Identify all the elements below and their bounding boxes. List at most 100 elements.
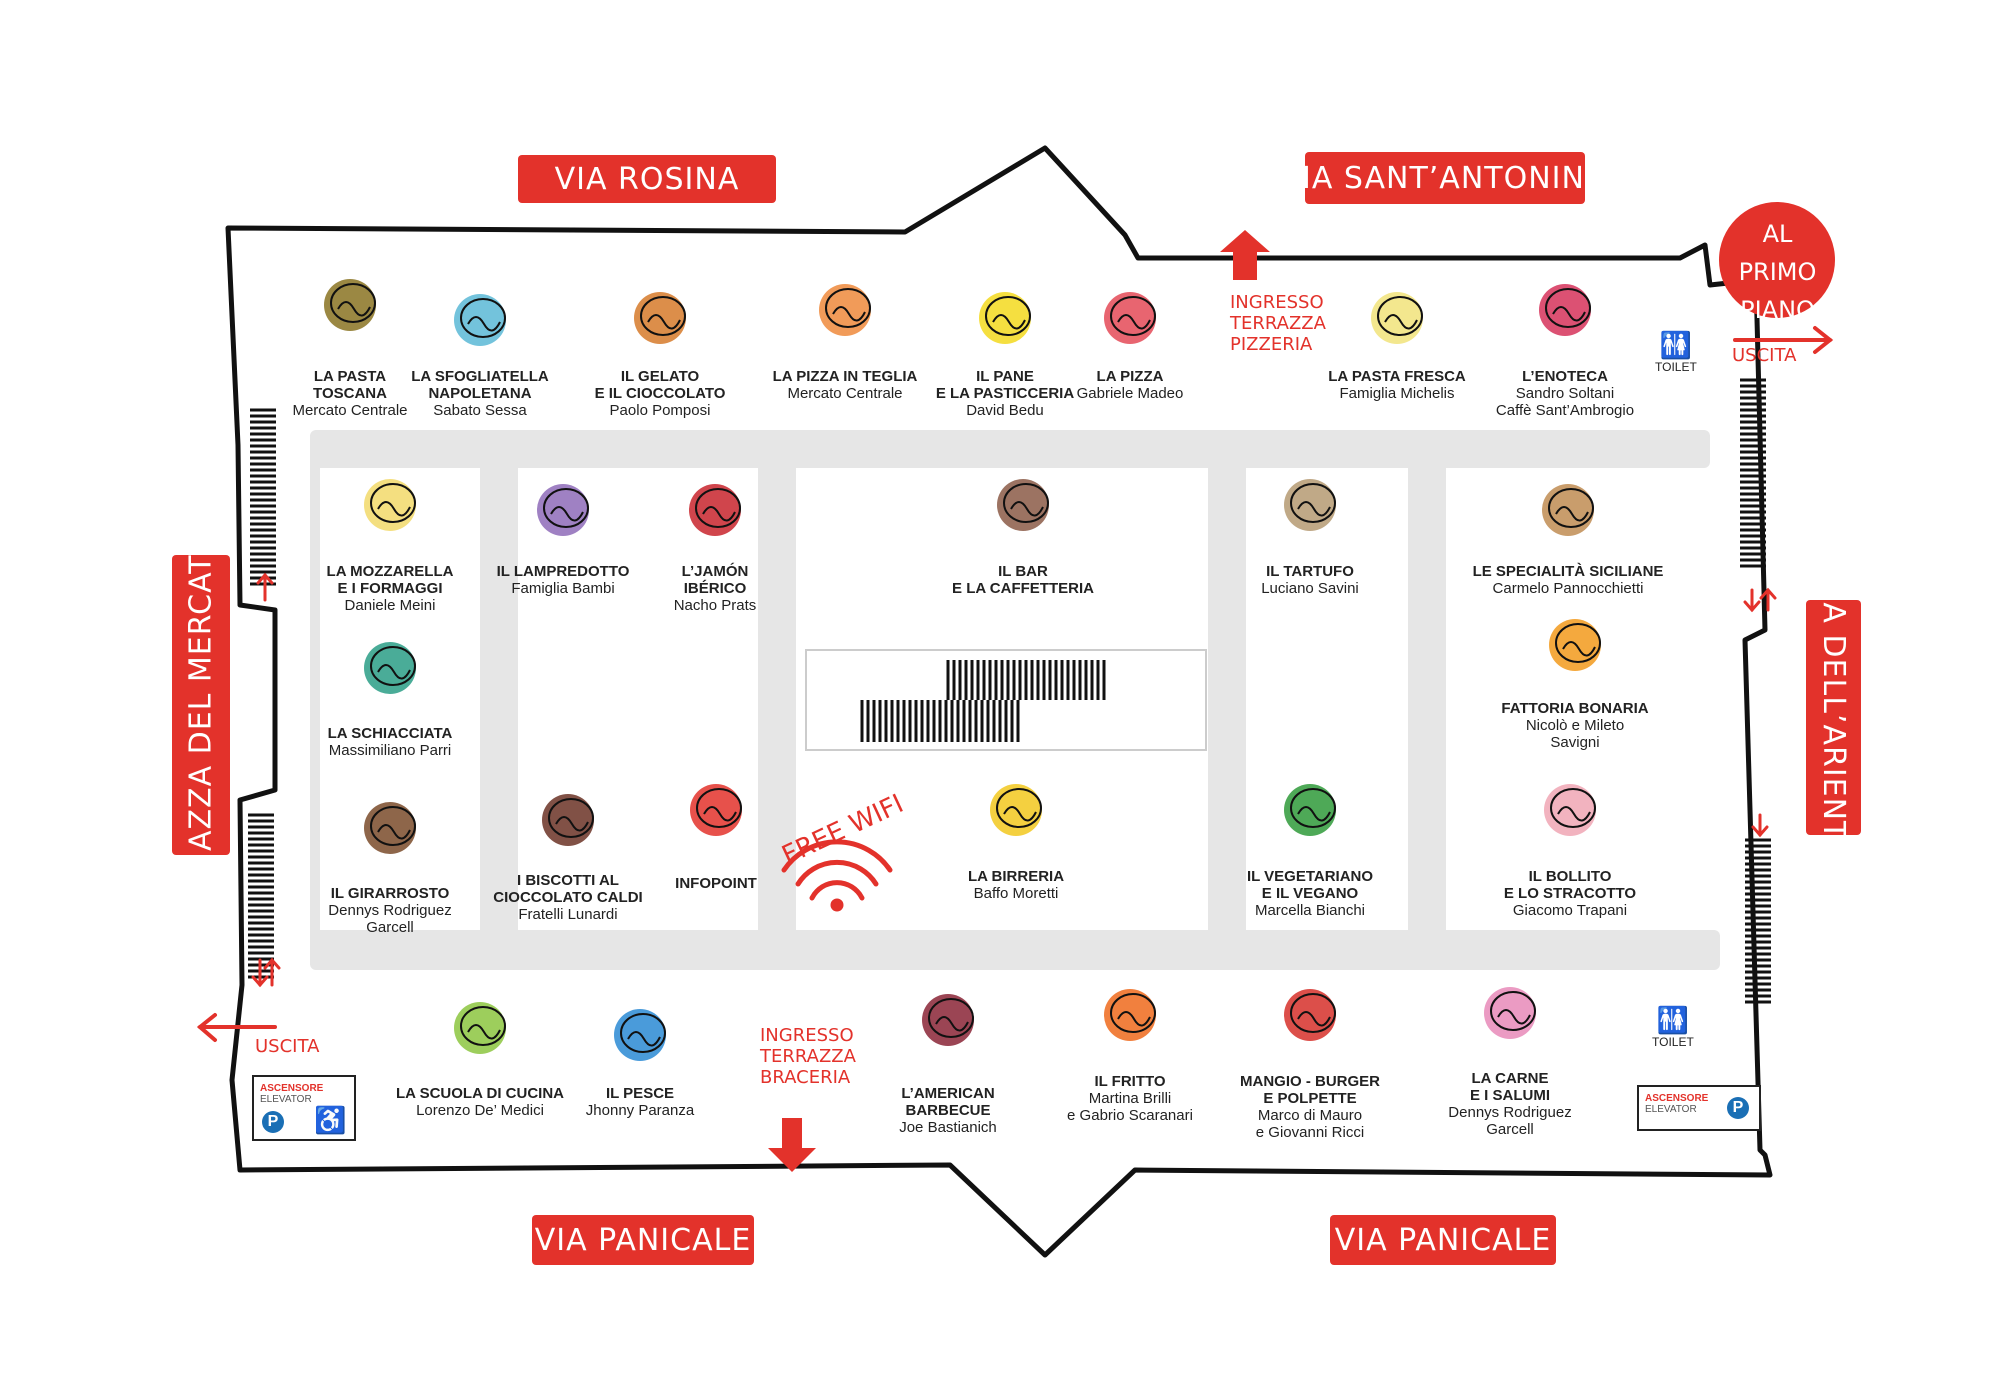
cheese-icon xyxy=(364,479,416,531)
stall-name: E LA CAFFETTERIA xyxy=(952,580,1094,597)
stall-owner: Famiglia Michelis xyxy=(1339,385,1455,402)
pasta-bowl-icon xyxy=(324,279,376,331)
sfogliatella-icon xyxy=(454,294,506,346)
stall-name: TOSCANA xyxy=(313,385,387,402)
parking-icon: P xyxy=(1727,1097,1749,1119)
stall-owner: Jhonny Paranza xyxy=(585,1102,695,1119)
wifi-icon xyxy=(781,839,893,912)
toilet-icon: 🚻 xyxy=(1656,1005,1690,1035)
exit-arrow-right xyxy=(1733,326,1834,354)
first-floor-line2: PIANO xyxy=(1740,296,1815,324)
stall-name: E I FORMAGGI xyxy=(337,580,443,597)
stall-name: MANGIO - BURGER xyxy=(1240,1073,1380,1090)
exit-left-label: USCITA xyxy=(255,1036,320,1057)
stall-name: LA CARNE xyxy=(1471,1070,1549,1087)
stall-name: I BISCOTTI AL xyxy=(517,872,619,889)
stall-name: LA SFOGLIATELLA xyxy=(411,368,549,385)
stall-name: LA PIZZA IN TEGLIA xyxy=(772,368,918,385)
stall-owner: Baffo Moretti xyxy=(973,885,1059,902)
stall-name: LA SCUOLA DI CUCINA xyxy=(395,1085,565,1102)
street-via-dell-ariento: VIA DELL’ARIENTO xyxy=(1806,571,1861,865)
stall-owner: Mercato Centrale xyxy=(787,385,903,402)
stall-name: LA PIZZA xyxy=(1096,368,1164,385)
info-icon xyxy=(690,784,742,836)
first-floor-line1: AL PRIMO xyxy=(1738,220,1817,286)
stall-owner: Giacomo Trapani xyxy=(1512,902,1628,919)
entrance-arrow-pizzeria xyxy=(1220,230,1270,280)
ravioli-icon xyxy=(1371,292,1423,344)
stall-owner: Nicolò e Mileto xyxy=(1525,717,1625,734)
stall-name: E IL VEGANO xyxy=(1261,885,1359,902)
flower-icon xyxy=(1549,619,1601,671)
arancino-icon xyxy=(1542,484,1594,536)
stall-owner: Famiglia Bambi xyxy=(511,580,615,597)
stall-owner: Dennys Rodriguez xyxy=(1448,1104,1572,1121)
stall-name: LE SPECIALITÀ SICILIANE xyxy=(1472,563,1664,580)
stall-name: IL BOLLITO xyxy=(1528,868,1612,885)
burger-icon xyxy=(1284,989,1336,1041)
stall-owner: Dennys Rodriguez xyxy=(328,902,452,919)
stall-name: LA BIRRERIA xyxy=(967,868,1065,885)
stall-owner: Carmelo Pannocchietti xyxy=(1492,580,1644,597)
stall-owner: Garcell xyxy=(366,919,414,936)
elevator-right: ASCENSORE ELEVATOR P xyxy=(1637,1085,1761,1131)
stall-owner: Daniele Meini xyxy=(344,597,436,614)
pizza-slice-icon xyxy=(819,284,871,336)
stall-name: L’ENOTECA xyxy=(1522,368,1608,385)
ham-icon xyxy=(689,484,741,536)
stall-owner: Savigni xyxy=(1550,734,1600,751)
wine-glass-icon xyxy=(1539,284,1591,336)
coffee-cup-icon xyxy=(997,479,1049,531)
stall-owner: Martina Brilli xyxy=(1088,1090,1172,1107)
stall-infopoint[interactable]: INFOPOINT xyxy=(606,875,826,892)
stall-name: IL LAMPREDOTTO xyxy=(496,563,630,580)
central-stairs xyxy=(860,660,1106,742)
street-via-sant-antonino: VIA SANT’ANTONINO xyxy=(1280,152,1609,204)
stall-name: E POLPETTE xyxy=(1263,1090,1357,1107)
first-floor-badge xyxy=(1719,202,1835,318)
stall-owner: Sandro Soltani xyxy=(1515,385,1615,402)
stall-owner: David Bedu xyxy=(966,402,1044,419)
stall-owner: Joe Bastianich xyxy=(899,1119,997,1136)
stall-name: LA PASTA xyxy=(313,368,387,385)
stall-name: IL TARTUFO xyxy=(1266,563,1354,580)
exit-arrow-left xyxy=(196,1013,277,1042)
building-outline xyxy=(225,145,1773,1258)
stall-owner: Paolo Pomposi xyxy=(609,402,711,419)
stall-name: LA MOZZARELLA xyxy=(326,563,454,580)
fry-basket-icon xyxy=(1104,989,1156,1041)
stall-owner: e Gabrio Scaranari xyxy=(1067,1107,1193,1124)
wheelchair-icon: ♿ xyxy=(314,1105,347,1135)
street-piazza-del-mercato: PIAZZA DEL MERCATO xyxy=(172,530,230,880)
stall-name: IL GELATO xyxy=(620,368,700,385)
